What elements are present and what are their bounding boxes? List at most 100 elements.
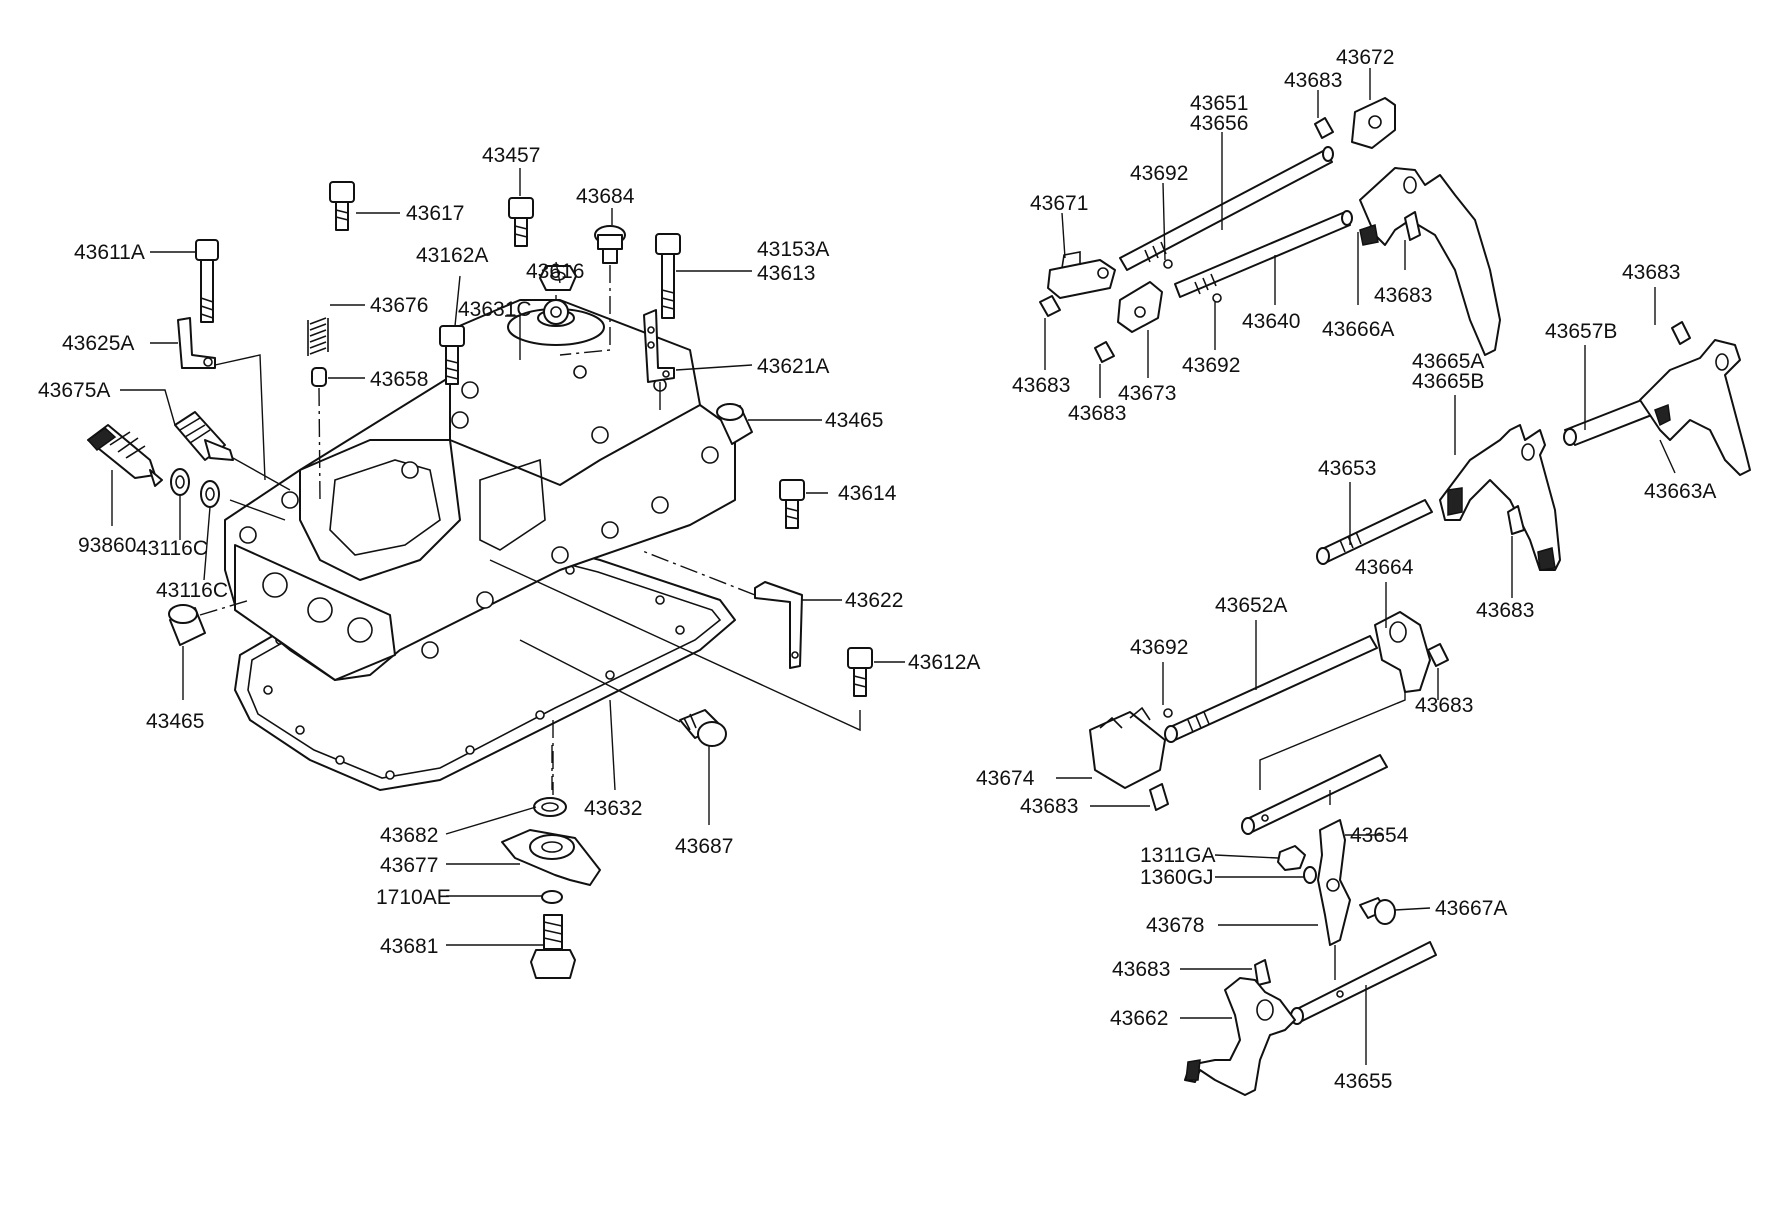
bolt-43614: [779, 479, 805, 529]
bolt-43153A: [655, 233, 681, 319]
plug-43684: [559, 225, 626, 356]
label-43687: 43687: [675, 835, 733, 858]
label-43683-c: 43683: [1374, 284, 1432, 307]
label-43683-a: 43683: [1284, 69, 1342, 92]
label-43683-d: 43683: [1068, 402, 1126, 425]
label-43457: 43457: [482, 144, 540, 167]
block-43672: [1351, 97, 1396, 149]
label-43658: 43658: [370, 368, 428, 391]
screw-43683-a: [1314, 117, 1334, 139]
label-43613: 43613: [757, 262, 815, 285]
screw-43683-c: [1094, 341, 1115, 363]
leader-lines: [111, 68, 1676, 1065]
block-43673: [1117, 281, 1163, 333]
screw-43683-i: [1254, 959, 1271, 986]
label-43683-e: 43683: [1622, 261, 1680, 284]
plug-43681: [530, 914, 576, 979]
label-43675A: 43675A: [38, 379, 110, 402]
label-43632: 43632: [584, 797, 642, 820]
label-43611A: 43611A: [74, 241, 145, 264]
label-43116C-a: 43116C: [136, 537, 208, 560]
washer-43116C-b: [200, 480, 220, 508]
bolt-43617: [329, 181, 355, 231]
label-93860: 93860: [78, 534, 136, 557]
fork-43663A: [1639, 339, 1751, 476]
label-1311GA: 1311GA: [1140, 844, 1216, 867]
shaft-43654: [1241, 754, 1388, 835]
screw-43683-f: [1507, 505, 1525, 535]
nut-1311GA: [1277, 845, 1306, 871]
label-43684: 43684: [576, 185, 635, 208]
label-43656: 43656: [1190, 112, 1248, 135]
pin-43658: [311, 367, 327, 501]
washer-43116C-a: [170, 468, 190, 496]
label-43655: 43655: [1334, 1070, 1392, 1093]
switch-93860: [86, 424, 163, 487]
label-43622: 43622: [845, 589, 903, 612]
label-43673: 43673: [1118, 382, 1176, 405]
label-43677: 43677: [380, 854, 438, 877]
label-43674: 43674: [976, 767, 1035, 790]
label-1360GJ: 1360GJ: [1140, 866, 1214, 889]
label-43666A: 43666A: [1322, 318, 1394, 341]
label-43653: 43653: [1318, 457, 1376, 480]
housing-43631C: [224, 299, 736, 681]
label-43652A: 43652A: [1215, 594, 1287, 617]
label-43662: 43662: [1110, 1007, 1168, 1030]
label-1710AE: 1710AE: [376, 886, 451, 909]
oring-1710AE: [541, 890, 563, 904]
bracket-43625A: [177, 317, 266, 481]
label-43617: 43617: [406, 202, 464, 225]
label-43678: 43678: [1146, 914, 1204, 937]
plate-43677: [501, 829, 601, 886]
labels: 43457 43617 43684 43611A 43162A 43616 43…: [38, 46, 1716, 1093]
screw-43683-g: [1427, 643, 1449, 667]
label-43683-h: 43683: [1020, 795, 1078, 818]
fork-43666A: [1359, 167, 1501, 356]
label-43664: 43664: [1355, 556, 1414, 579]
label-43683-g: 43683: [1415, 694, 1473, 717]
label-43665A: 43665A: [1412, 350, 1484, 373]
plug-43465-right: [716, 403, 753, 445]
label-43692-c: 43692: [1130, 636, 1188, 659]
sensor-43675A: [174, 411, 291, 491]
label-43672: 43672: [1336, 46, 1394, 69]
bolt-43457: [508, 197, 534, 247]
screw-43683-d: [1404, 211, 1421, 241]
label-43614: 43614: [838, 482, 897, 505]
block-43664: [1374, 611, 1431, 693]
washer-1360GJ: [1303, 866, 1317, 884]
label-43631C: 43631C: [458, 298, 532, 321]
spring-43676: [307, 317, 329, 356]
label-43116C-b: 43116C: [156, 579, 228, 602]
block-43674: [1089, 706, 1166, 789]
label-43663A: 43663A: [1644, 480, 1716, 503]
label-43676: 43676: [370, 294, 428, 317]
label-43671: 43671: [1030, 192, 1088, 215]
label-43683-b: 43683: [1012, 374, 1070, 397]
shaft-43652A: [1164, 635, 1378, 743]
nut-43616: [539, 265, 577, 300]
label-43692-b: 43692: [1182, 354, 1240, 377]
label-43683-i: 43683: [1112, 958, 1170, 981]
bolt-43687: [519, 639, 727, 747]
screw-43683-e: [1671, 321, 1691, 345]
label-43654: 43654: [1350, 824, 1409, 847]
screw-43683-b: [1039, 295, 1061, 317]
label-43153A: 43153A: [757, 238, 829, 261]
label-43465-right: 43465: [825, 409, 883, 432]
bolt-43611A: [195, 239, 219, 323]
bolt-43162A: [439, 325, 465, 385]
label-43665B: 43665B: [1412, 370, 1484, 393]
label-43657B: 43657B: [1545, 320, 1617, 343]
label-43465-left: 43465: [146, 710, 204, 733]
block-43671: [1047, 251, 1116, 299]
label-43640: 43640: [1242, 310, 1300, 333]
label-43616: 43616: [526, 260, 584, 283]
label-43667A: 43667A: [1435, 897, 1507, 920]
label-43162A: 43162A: [416, 244, 488, 267]
shaft-43655: [1290, 941, 1437, 1025]
bracket-43621A: [643, 309, 675, 410]
shaft-43640: [1174, 210, 1353, 298]
